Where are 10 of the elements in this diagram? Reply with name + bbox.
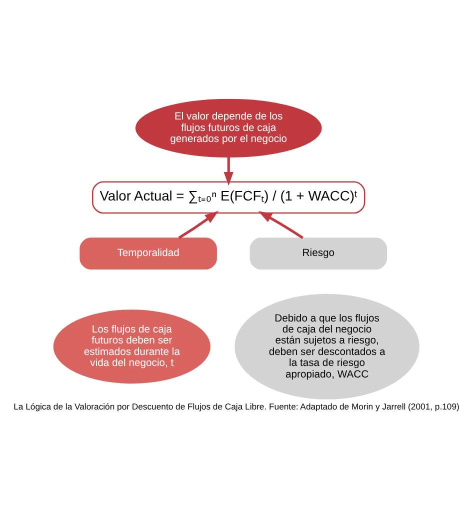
node-ellipse: El valor depende de los flujos futuros de caja generados por el negocio: [135, 98, 322, 158]
arrow: [258, 211, 304, 240]
node-box: Riesgo: [250, 238, 388, 270]
node-box: Valor Actual = ∑ₜ₌₀ⁿ E(FCFₜ) / (1 + WACC)ᵗ: [92, 181, 366, 214]
node-ellipse: Los flujos de caja futuros deben ser estimados durante la vida del negocio, t: [53, 310, 210, 384]
node-box: Temporalidad: [80, 238, 217, 270]
node-ellipse: Debido a que los flujos de caja del negocio están sujetos a riesgo, deben ser descontados a la tasa de riesgo apropiado, WACC: [234, 294, 420, 400]
caption: La Lógica de la Valoración por Descuento de Flujos de Caja Libre. Fuente: Adaptado de Morin y Jarrell (2001, p.109): [14, 402, 460, 412]
arrow: [224, 156, 234, 186]
arrow: [178, 210, 219, 239]
